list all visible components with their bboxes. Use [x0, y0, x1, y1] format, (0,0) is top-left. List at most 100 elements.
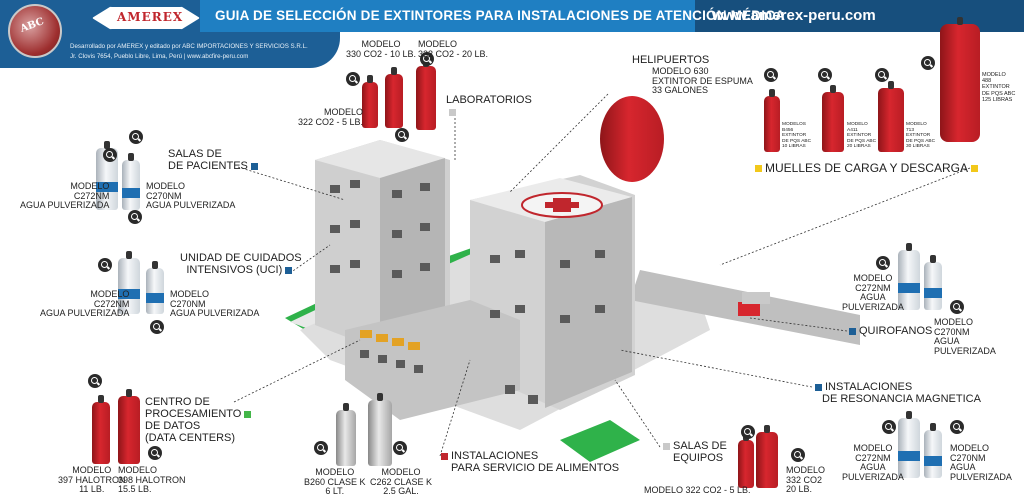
model-label-muelle-a411: MODELO A411 EXTINTOR DE PQS ABC 20 LIBRA… [847, 122, 876, 150]
model-label-muelle-713: MODELO 713 EXTINTOR DE PQS ABC 30 LIBRAS [906, 122, 935, 150]
zoom-in-icon[interactable] [148, 446, 162, 460]
area-line: LABORATORIOS [446, 94, 532, 106]
zoom-in-icon[interactable] [818, 68, 832, 82]
marker-square [970, 165, 978, 173]
area-text: INSTALACIONES [825, 381, 913, 393]
zoom-in-icon[interactable] [764, 68, 778, 82]
model-line: AGUA PULVERIZADA [170, 308, 260, 318]
area-text: QUIROFANOS [859, 325, 933, 337]
model-line: MODELO [170, 289, 210, 299]
zoom-in-icon[interactable] [129, 130, 143, 144]
model-label-b260: MODELO B260 CLASE K 6 LT. [304, 467, 366, 497]
zoom-in-icon[interactable] [420, 52, 434, 66]
model-line: 10 LIBRAS [782, 144, 806, 150]
model-label-c270-salas: MODELO C270NM AGUA PULVERIZADA [146, 181, 236, 211]
model-line: 322 Co2 - 5 LB. [298, 116, 364, 127]
zoom-in-icon[interactable] [393, 441, 407, 455]
model-line: C270NM [934, 326, 970, 337]
model-label-muelle-b456: MODELOS B456 EXTINTOR DE PQS ABC 10 LIBR… [782, 122, 811, 150]
model-label-c272-uci: MODELO C272NM AGUA PULVERIZADA [40, 289, 129, 319]
zoom-in-icon[interactable] [741, 425, 755, 439]
model-line: PULVERIZADA [950, 471, 1012, 482]
marker-square [815, 383, 822, 391]
zoom-in-icon[interactable] [314, 441, 328, 455]
zoom-in-icon[interactable] [88, 374, 102, 388]
extinguisher-muelle-a411 [822, 85, 844, 152]
extinguisher-co2-330 [385, 67, 403, 128]
model-line: 332 Co2 [786, 474, 823, 485]
model-line: PULVERIZADA [842, 471, 904, 482]
zoom-in-icon[interactable] [921, 56, 935, 70]
model-line: 2.5 GAL. [383, 486, 419, 496]
area-text: INTENSIVOS (UCI) [186, 264, 283, 276]
amerex-logo-text: AMEREX [117, 10, 184, 24]
model-line: MODELO [786, 465, 826, 475]
area-line: HELIPUERTOS [632, 54, 710, 66]
model-line: 15.5 LB. [118, 484, 152, 494]
model-line: B260 CLASE K [304, 476, 366, 487]
model-label-halotron-398: MODELO 398 HALOTRON 15.5 LB. [118, 465, 186, 495]
extinguisher-c272-uci [118, 251, 140, 314]
model-line: MODELO [934, 317, 974, 327]
extinguisher-b260 [336, 403, 356, 466]
zoom-in-icon[interactable] [882, 420, 896, 434]
zoom-in-icon[interactable] [876, 256, 890, 270]
label-quirofanos: QUIROFANOS [846, 325, 932, 337]
model-line: AGUA [860, 292, 886, 302]
model-line: 11 LB. [79, 484, 105, 494]
model-label-c272-quir: MODELO C272NM AGUA PULVERIZADA [842, 273, 904, 312]
area-text: MUELLES DE CARGA Y DESCARGA [765, 161, 968, 175]
zoom-in-icon[interactable] [103, 148, 117, 162]
label-uci: UNIDAD DE CUIDADOS INTENSIVOS (UCI) [180, 252, 302, 276]
extinguisher-c270-salas [122, 153, 140, 210]
zoom-in-icon[interactable] [791, 448, 805, 462]
model-label-c270-uci: MODELO C270NM AGUA PULVERIZADA [170, 289, 260, 319]
model-line: 330 Co2 - 10 LB. [346, 48, 417, 59]
model-line: 488 [982, 78, 992, 85]
marker-square [285, 266, 293, 274]
extinguisher-co2-322-lab [362, 75, 378, 128]
label-alimentos: INSTALACIONES PARA SERVICIO DE ALIMENTOS [438, 450, 619, 474]
model-label-co2-330: MODELO 330 Co2 - 10 LB. [346, 39, 417, 59]
model-line: DE PQS ABC [906, 138, 936, 144]
model-line: AGUA PULVERIZADA [146, 200, 236, 210]
extinguisher-c270-uci [146, 261, 164, 314]
model-line: MODELO [315, 467, 355, 477]
model-line: PULVERIZADA [842, 301, 904, 312]
extinguisher-c272-reson [898, 411, 920, 478]
model-line: MODELO [906, 122, 927, 127]
model-line: MODELO [361, 39, 401, 49]
area-line: UNIDAD DE CUIDADOS [180, 252, 302, 264]
zoom-in-icon[interactable] [98, 258, 112, 272]
label-laboratorios: LABORATORIOS [446, 94, 532, 118]
area-line: SALAS DE [168, 148, 222, 160]
zoom-in-icon[interactable] [346, 72, 360, 86]
model-line: DE PQS ABC [782, 138, 812, 144]
extinguisher-c270-reson [924, 423, 942, 478]
area-line [446, 106, 532, 118]
area-line: INSTALACIONES [438, 450, 619, 462]
zoom-in-icon[interactable] [950, 420, 964, 434]
zoom-in-icon[interactable] [128, 210, 142, 224]
extinguisher-co2-332-eq [756, 425, 778, 488]
zoom-in-icon[interactable] [395, 128, 409, 142]
area-line: INSTALACIONES [812, 381, 981, 393]
area-line: DE PACIENTES [168, 160, 261, 172]
extinguisher-halotron-397 [92, 395, 110, 464]
extinguisher-heli-630 [600, 96, 664, 182]
model-line: 6 LT. [325, 486, 345, 496]
extinguisher-muelle-713 [878, 81, 904, 152]
extinguisher-muelle-488 [940, 17, 980, 142]
zoom-in-icon[interactable] [875, 68, 889, 82]
model-line: AGUA [950, 462, 976, 472]
extinguisher-halotron-398 [118, 389, 140, 464]
model-line: MODELO [72, 465, 112, 475]
zoom-in-icon[interactable] [150, 320, 164, 334]
model-line: 30 LIBRAS [906, 144, 930, 150]
model-line: MODELO [982, 72, 1006, 78]
page-title: GUIA DE SELECCIÓN DE EXTINTORES PARA INS… [215, 8, 786, 23]
model-line: AGUA [934, 336, 960, 346]
website-link[interactable]: www.amerex-peru.com [712, 7, 876, 24]
abc-seal-logo [8, 4, 62, 58]
zoom-in-icon[interactable] [950, 300, 964, 314]
